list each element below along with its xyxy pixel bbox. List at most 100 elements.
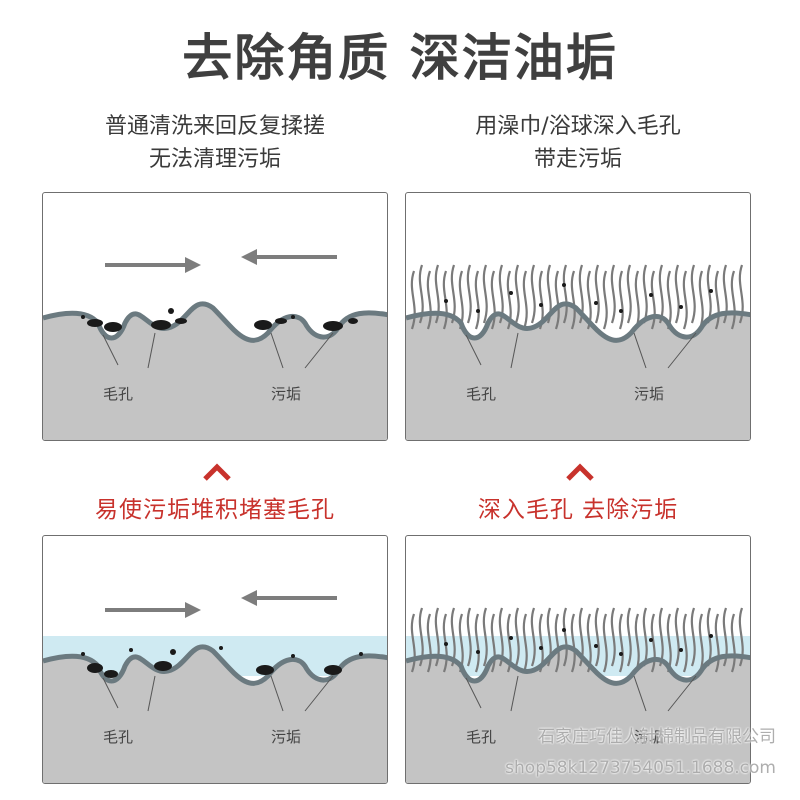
skin-diagram bbox=[406, 607, 750, 783]
towel-fiber bbox=[466, 607, 472, 667]
towel-fiber bbox=[690, 264, 696, 324]
towel-fiber bbox=[626, 607, 632, 667]
towel-fiber bbox=[434, 264, 440, 324]
towel-fiber bbox=[626, 264, 632, 324]
watermark-company: 石家庄巧佳人针棉制品有限公司 bbox=[538, 727, 776, 747]
towel-fiber bbox=[642, 264, 648, 324]
towel-fiber bbox=[426, 613, 432, 673]
wash-arrows bbox=[105, 249, 337, 273]
towel-fiber bbox=[674, 607, 680, 667]
towel-fiber bbox=[610, 607, 616, 667]
dirt-label: 污垢 bbox=[634, 728, 665, 746]
towel-fiber bbox=[674, 264, 680, 324]
towel-fiber bbox=[738, 607, 744, 667]
towel-fiber bbox=[490, 270, 496, 330]
dirt-particles bbox=[81, 646, 363, 678]
towel-fiber bbox=[554, 270, 560, 330]
chevron-up-icon bbox=[566, 463, 594, 481]
towel-fiber bbox=[514, 264, 520, 324]
towel-fiber bbox=[522, 270, 528, 330]
chevron-up-icon bbox=[203, 463, 231, 481]
towel-fiber bbox=[618, 270, 624, 330]
page-title: 去除角质 深洁油垢 bbox=[182, 29, 618, 87]
dirt-particles bbox=[444, 283, 713, 313]
leader-lines bbox=[102, 332, 334, 369]
towel-fiber bbox=[610, 264, 616, 324]
right-caption-line2: 带走污垢 bbox=[533, 147, 622, 172]
towel-fiber bbox=[738, 264, 744, 324]
towel-fiber bbox=[658, 264, 664, 324]
left-result-caption: 易使污垢堆积堵塞毛孔 bbox=[95, 497, 335, 523]
towel-fiber bbox=[482, 264, 488, 324]
towel-fiber bbox=[602, 613, 608, 673]
towel-fiber bbox=[482, 607, 488, 667]
dirt-particles bbox=[444, 628, 713, 656]
skin-area bbox=[43, 303, 387, 440]
skin-area bbox=[406, 646, 750, 783]
pore-label: 毛孔 bbox=[103, 728, 134, 746]
towel-fiber bbox=[570, 270, 576, 330]
panel-normal-wash-before: 毛孔 污垢 bbox=[42, 192, 388, 441]
panel-towel-after: 毛孔 污垢 bbox=[405, 535, 751, 784]
pore-label: 毛孔 bbox=[466, 728, 497, 746]
towel-fiber bbox=[698, 270, 704, 330]
skin-diagram bbox=[406, 264, 750, 440]
towel-fiber bbox=[554, 613, 560, 673]
towel-fiber bbox=[634, 270, 640, 330]
towel-fiber bbox=[650, 270, 656, 330]
leader-lines bbox=[102, 675, 334, 712]
watermark-url: shop58k1273754051.1688.com bbox=[505, 758, 776, 778]
towel-fiber bbox=[426, 270, 432, 330]
towel-fiber bbox=[522, 613, 528, 673]
towel-fiber bbox=[650, 613, 656, 673]
towel-fiber bbox=[490, 613, 496, 673]
left-caption: 普通清洗来回反复揉搓 无法清理污垢 bbox=[42, 110, 388, 176]
towel-fiber bbox=[514, 607, 520, 667]
skin-outline bbox=[43, 644, 387, 686]
towel-fiber bbox=[682, 613, 688, 673]
towel-fiber bbox=[682, 270, 688, 330]
towel-fiber bbox=[618, 613, 624, 673]
pore-label: 毛孔 bbox=[103, 385, 134, 403]
left-caption-line2: 无法清理污垢 bbox=[148, 147, 281, 172]
dirt-label: 污垢 bbox=[271, 385, 302, 403]
wash-arrows bbox=[105, 590, 337, 618]
towel-fiber bbox=[410, 613, 416, 673]
towel-fiber bbox=[570, 613, 576, 673]
towel-fiber bbox=[466, 264, 472, 324]
towel-fiber bbox=[594, 607, 600, 667]
towel-fiber bbox=[530, 264, 536, 324]
towel-fiber bbox=[410, 270, 416, 330]
towel-fiber bbox=[602, 270, 608, 330]
skin-area bbox=[43, 646, 387, 783]
dirt-label: 污垢 bbox=[634, 385, 665, 403]
left-caption-line1: 普通清洗来回反复揉搓 bbox=[104, 114, 325, 139]
towel-fiber bbox=[690, 607, 696, 667]
towel-fiber bbox=[722, 607, 728, 667]
pore-label: 毛孔 bbox=[466, 385, 497, 403]
towel-fiber bbox=[730, 613, 736, 673]
skin-diagram bbox=[43, 249, 387, 440]
towel-fiber bbox=[474, 613, 480, 673]
towel-fiber bbox=[562, 607, 568, 667]
right-caption-line1: 用澡巾/浴球深入毛孔 bbox=[475, 114, 681, 139]
towel-fiber bbox=[562, 264, 568, 324]
towel-fiber bbox=[434, 607, 440, 667]
right-caption: 用澡巾/浴球深入毛孔 带走污垢 bbox=[405, 110, 751, 176]
skin-outline bbox=[406, 301, 750, 343]
skin-diagram bbox=[43, 590, 387, 783]
towel-fiber bbox=[474, 270, 480, 330]
panel-normal-wash-after: 毛孔 污垢 bbox=[42, 535, 388, 784]
right-result-caption: 深入毛孔 去除污垢 bbox=[477, 497, 679, 523]
towel-fiber bbox=[530, 607, 536, 667]
leader-lines bbox=[465, 332, 697, 369]
towel-fiber bbox=[722, 264, 728, 324]
dirt-label: 污垢 bbox=[271, 728, 302, 746]
towel-fiber bbox=[594, 264, 600, 324]
towel-fiber bbox=[714, 270, 720, 330]
skin-outline bbox=[43, 301, 387, 343]
leader-lines bbox=[465, 675, 697, 712]
towel-fiber bbox=[730, 270, 736, 330]
panel-towel-before: 毛孔 污垢 bbox=[405, 192, 751, 441]
towel-fiber bbox=[714, 613, 720, 673]
